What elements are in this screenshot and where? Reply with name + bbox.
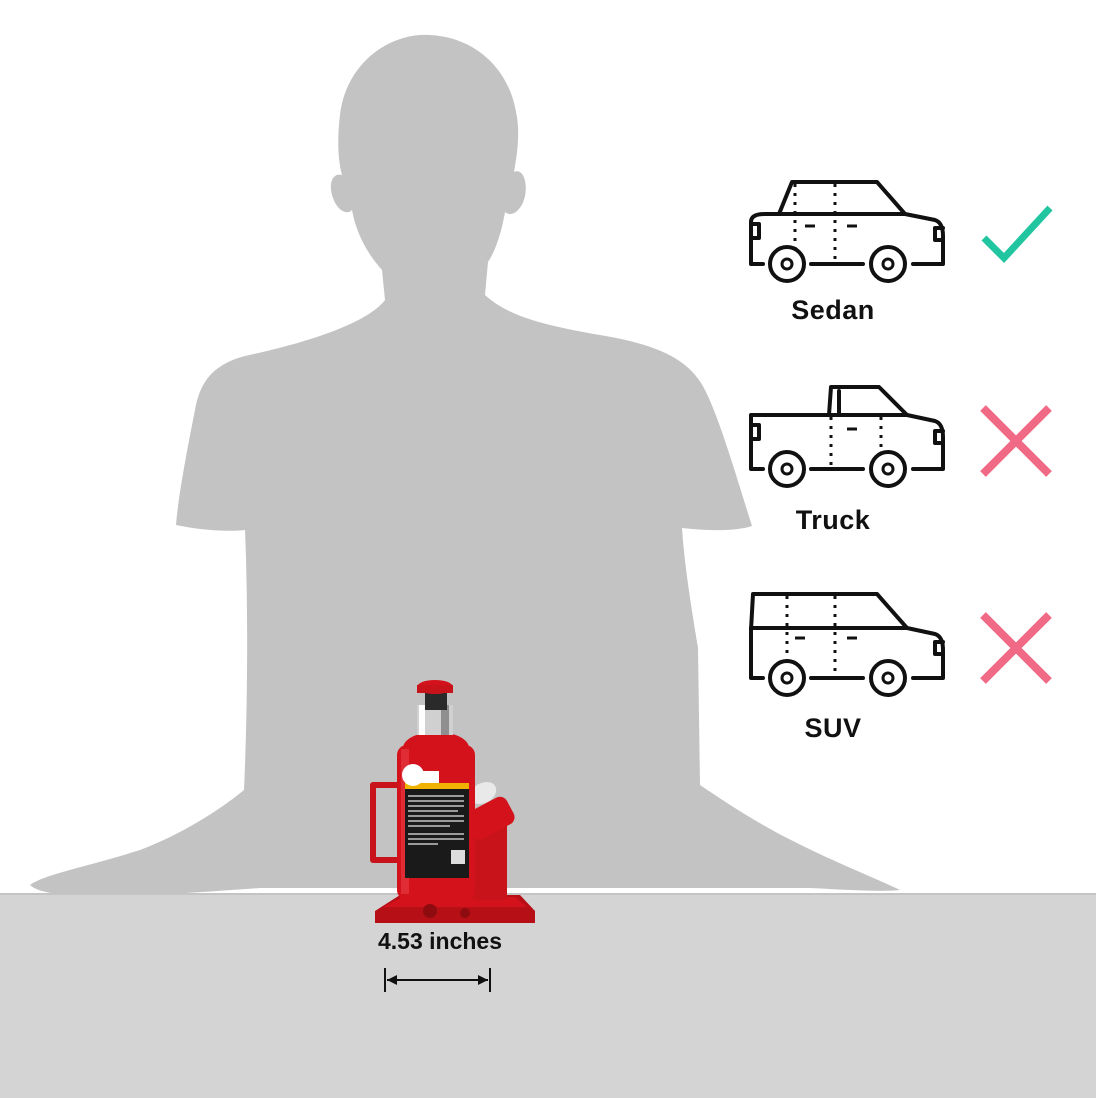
vehicle-label-truck: Truck — [795, 505, 871, 535]
check-icon — [981, 205, 1053, 264]
vehicle-label-suv: SUV — [804, 713, 862, 743]
table-surface — [0, 893, 1096, 1098]
width-dimension-label: 4.53 inches — [377, 928, 503, 954]
width-dimension-arrow — [384, 968, 491, 992]
suv-icon — [749, 592, 945, 697]
cross-icon — [980, 612, 1052, 684]
vehicle-label-sedan: Sedan — [791, 295, 875, 325]
truck-icon — [749, 385, 945, 488]
sedan-icon — [749, 180, 945, 283]
cross-icon — [980, 405, 1052, 477]
bottle-jack-image — [370, 680, 535, 923]
